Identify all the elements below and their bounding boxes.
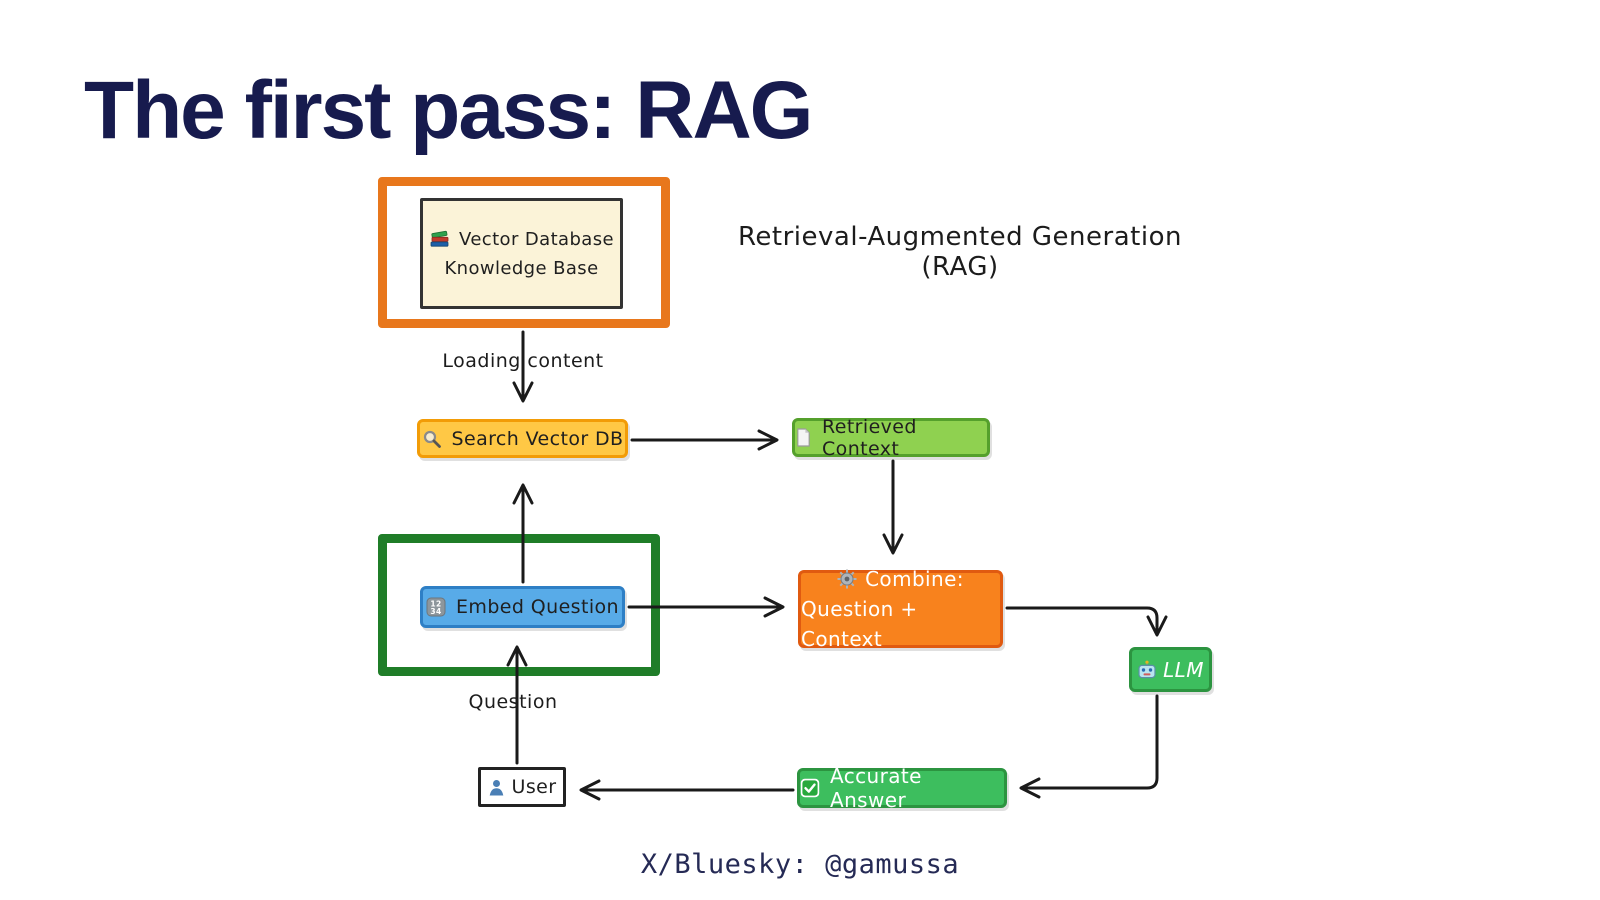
slide-title: The first pass: RAG [84, 65, 813, 156]
knowledge-base-node: Vector Database Knowledge Base [420, 198, 623, 309]
gear-icon [837, 569, 857, 589]
footer-handle: X/Bluesky: @gamussa [640, 849, 960, 880]
embed-question-label: Embed Question [456, 596, 619, 618]
embed-question-frame [378, 534, 660, 676]
edge-llm-to-answer [1019, 694, 1159, 799]
rag-caption: Retrieval-Augmented Generation (RAG) [738, 222, 1182, 282]
knowledge-base-label-line1: Vector Database [459, 228, 614, 250]
edge-label-loading-content: Loading content [442, 350, 604, 372]
input-numbers-icon: 12 34 [426, 597, 446, 617]
retrieved-context-label: Retrieved Context [822, 415, 917, 460]
knowledge-base-label-line2: Knowledge Base [444, 257, 599, 279]
robot-icon [1137, 660, 1157, 680]
search-vector-db-node: Search Vector DB [417, 419, 628, 458]
combine-node: Combine: Question + Context [798, 567, 1003, 651]
llm-node: LLM [1129, 647, 1212, 692]
search-vector-db-label: Search Vector DB [451, 427, 624, 450]
embed-question-node: 12 34 Embed Question [420, 586, 625, 628]
combine-label-line1: Combine: [865, 567, 964, 591]
accurate-answer-node: Accurate Answer [797, 764, 1007, 812]
edge-combine-to-llm [1005, 606, 1168, 637]
knowledge-base-frame [378, 177, 670, 328]
combine-label-line2: Question + Context [801, 597, 918, 651]
svg-text:12: 12 [430, 600, 441, 609]
user-label: User [511, 776, 557, 798]
accurate-answer-label: Accurate Answer [830, 764, 922, 812]
user-node: User [478, 767, 566, 807]
check-mark-icon [800, 778, 820, 798]
page-icon [795, 428, 812, 447]
magnifier-icon [422, 429, 442, 449]
person-icon [488, 778, 505, 797]
retrieved-context-node: Retrieved Context [792, 415, 990, 460]
edge-label-question: Question [468, 691, 558, 713]
books-icon [429, 229, 451, 249]
svg-text:34: 34 [430, 607, 441, 616]
llm-label: LLM [1163, 657, 1204, 682]
